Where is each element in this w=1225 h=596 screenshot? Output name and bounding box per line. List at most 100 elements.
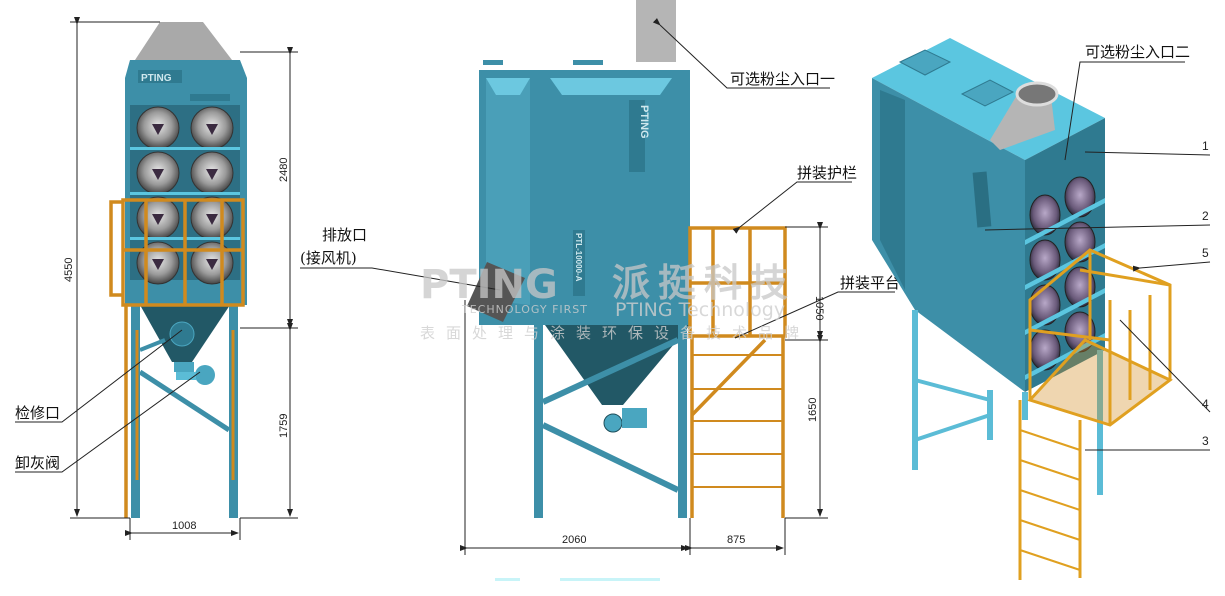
part-number-5: 5 xyxy=(1202,246,1209,260)
iso-side-bevel xyxy=(880,90,905,290)
filter-divider xyxy=(1025,198,1105,245)
filter-divider xyxy=(1025,288,1105,335)
leader-line xyxy=(732,181,852,234)
part-number-1: 1 xyxy=(1202,139,1209,153)
top-flange xyxy=(483,60,503,65)
filter-cartridge xyxy=(1029,284,1061,326)
bevel xyxy=(550,78,672,95)
inspection-port xyxy=(169,321,195,347)
watermark-slogan: 表面处理与涂装环保设备技术品牌 xyxy=(420,324,810,342)
isometric-view: 可选粉尘入口二 1 2 5 4 3 xyxy=(872,38,1211,580)
ash-valve-body xyxy=(176,372,196,380)
cyan-mark xyxy=(495,578,520,581)
filter-cartridges xyxy=(130,106,240,285)
filter-divider xyxy=(130,192,240,195)
brace xyxy=(138,369,231,433)
model-plate xyxy=(190,94,230,101)
bevel xyxy=(486,78,530,95)
dim-platform-height: 1650 xyxy=(807,398,819,422)
filter-hub xyxy=(206,169,218,180)
top-flange xyxy=(573,60,603,65)
filter-divider xyxy=(130,147,240,150)
logo-text: PTING xyxy=(141,73,172,84)
iso-hatch xyxy=(960,79,1015,107)
filter-hub xyxy=(152,214,164,225)
side-model-plate xyxy=(573,230,585,296)
part-number-3: 3 xyxy=(1202,434,1209,448)
part-number-4: 4 xyxy=(1202,397,1209,411)
filter-cartridge xyxy=(1064,266,1096,308)
label-ash-valve: 卸灰阀 xyxy=(15,454,60,472)
watermark-cn: 派挺科技 xyxy=(612,261,796,305)
ash-valve xyxy=(174,362,194,372)
filter-cartridge xyxy=(1029,194,1061,236)
inlet-pipe-1 xyxy=(636,0,676,62)
leader-line xyxy=(15,329,183,423)
side-view: PTING PTL-10000-A xyxy=(300,0,900,581)
label-exhaust-outlet: 排放口 xyxy=(322,226,367,244)
brace xyxy=(541,422,680,493)
leader-line xyxy=(734,291,895,339)
dim-leg-width: 1008 xyxy=(172,520,196,532)
watermark-tag: TECHNOLOGY FIRST xyxy=(461,303,588,316)
filter-hub xyxy=(152,124,164,135)
watermark: PTING 派挺科技 TECHNOLOGY FIRST PTING Techno… xyxy=(420,261,810,342)
leader-line xyxy=(1084,151,1211,156)
dim-body-width: 2060 xyxy=(562,534,586,546)
dim-lower-height: 1759 xyxy=(278,414,290,438)
side-dimensions: 1050 1650 2060 875 xyxy=(460,222,828,555)
filter-hub xyxy=(206,214,218,225)
iso-side xyxy=(872,78,1025,392)
ash-valve-side xyxy=(603,413,623,433)
leader-line xyxy=(1132,261,1211,272)
label-exhaust-outlet-sub: (接风机) xyxy=(300,249,357,267)
filter-cartridge xyxy=(1064,176,1096,218)
part-number-2: 2 xyxy=(1202,209,1209,223)
label-platform: 拼装平台 xyxy=(840,274,900,292)
label-dust-inlet-2: 可选粉尘入口二 xyxy=(1085,43,1190,61)
top-hood xyxy=(135,22,232,60)
brace xyxy=(541,337,680,405)
motor xyxy=(622,408,647,428)
inlet-pipe-2-opening xyxy=(1015,81,1059,107)
side-model-text: PTL-10000-A xyxy=(574,233,583,282)
label-dust-inlet-1: 可选粉尘入口一 xyxy=(730,70,835,88)
iso-platform xyxy=(1018,248,1173,580)
exhaust-outlet xyxy=(467,262,525,322)
filter-hub xyxy=(206,259,218,270)
front-view: PTING 4550 xyxy=(15,17,298,540)
cyan-mark xyxy=(560,578,660,581)
filter-cartridge xyxy=(1029,239,1061,281)
leader-line xyxy=(652,18,830,89)
watermark-en: PTING Technology xyxy=(615,299,785,321)
label-guardrail: 拼装护栏 xyxy=(797,164,857,182)
leader-line xyxy=(984,224,1211,231)
iso-hatch xyxy=(898,49,952,76)
leader-line xyxy=(1064,61,1185,161)
label-inspection-port: 检修口 xyxy=(15,404,60,422)
iso-logo-plate xyxy=(972,171,992,228)
dim-total-height: 4550 xyxy=(63,258,75,282)
filter-hub xyxy=(206,124,218,135)
guardrail-front xyxy=(109,198,245,518)
side-logo-plate xyxy=(629,100,645,172)
dim-rail-height: 1050 xyxy=(813,296,825,320)
leader-line xyxy=(1119,319,1211,413)
filter-hub xyxy=(152,259,164,270)
filter-cartridge xyxy=(1029,329,1061,371)
logo-plate xyxy=(138,70,182,83)
filter-hub xyxy=(152,169,164,180)
ash-valve-motor xyxy=(195,365,215,385)
leader-line xyxy=(15,371,201,473)
dim-upper-height: 2480 xyxy=(278,158,290,182)
watermark-logo: PTING xyxy=(420,262,558,308)
leg xyxy=(534,325,543,518)
front-dimensions: 4550 2480 1759 1008 xyxy=(63,17,298,540)
side-panel xyxy=(486,78,530,305)
brace xyxy=(139,338,166,352)
filter-divider xyxy=(1025,333,1105,380)
leader-line xyxy=(300,267,501,291)
side-logo-text: PTING xyxy=(638,105,650,139)
